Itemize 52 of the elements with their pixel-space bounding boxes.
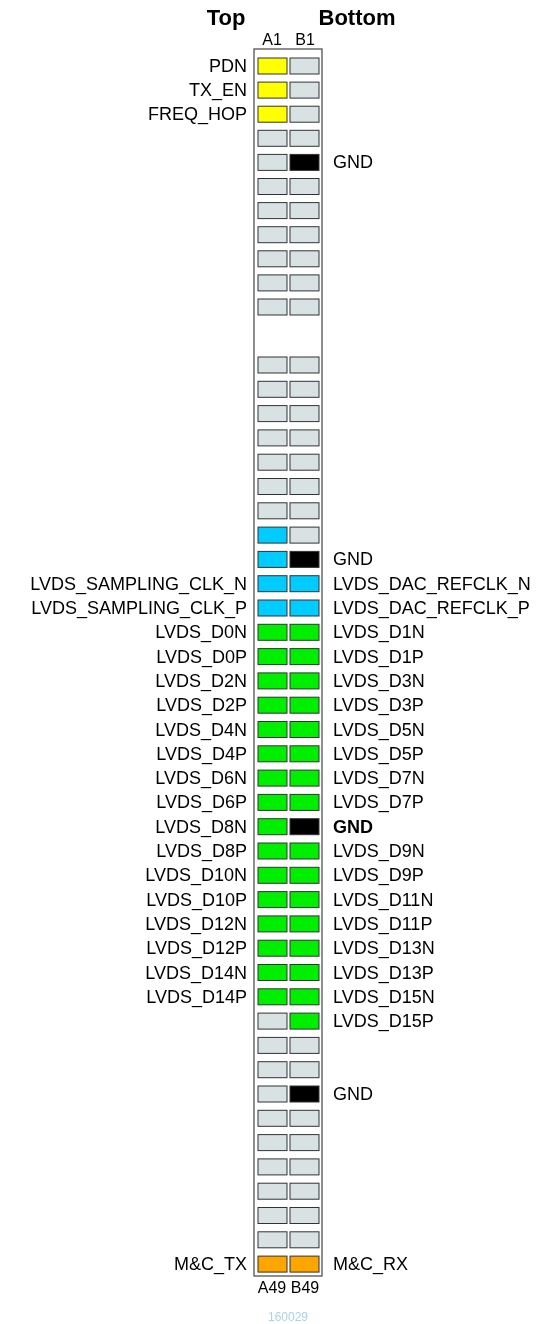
- signal-name: LVDS_D0N: [155, 623, 247, 642]
- signal-name: LVDS_DAC_REFCLK_P: [333, 599, 530, 617]
- signal-name: PDN: [209, 57, 247, 75]
- signal-name: LVDS_D9P: [333, 866, 424, 885]
- side-heading: Bottom: [318, 7, 396, 29]
- signal-name: LVDS_D15P: [333, 1012, 434, 1031]
- signal-name: LVDS_DAC_REFCLK_N: [333, 574, 531, 593]
- signal-name: LVDS_D13N: [333, 939, 435, 958]
- signal-name: LVDS_D14P: [146, 987, 247, 1006]
- signal-name: LVDS_D6P: [156, 793, 247, 812]
- signal-name: LVDS_D5N: [333, 720, 425, 739]
- signal-name: LVDS_D8P: [156, 842, 247, 860]
- signal-name: GND: [333, 1085, 373, 1103]
- signal-name: LVDS_D6N: [155, 769, 247, 788]
- pin-number: B1: [295, 32, 315, 48]
- signal-name: GND: [333, 550, 373, 569]
- signal-name: LVDS_D7P: [333, 793, 424, 812]
- signal-name: GND: [333, 153, 373, 172]
- signal-name: LVDS_D0P: [156, 647, 247, 666]
- signal-name: LVDS_D2N: [155, 671, 247, 690]
- signal-name: LVDS_D7N: [333, 769, 425, 788]
- signal-name: LVDS_D8N: [155, 817, 247, 836]
- signal-name: LVDS_D5P: [333, 744, 424, 763]
- signal-name: LVDS_D11N: [333, 890, 434, 909]
- signal-name: LVDS_D11P: [333, 914, 433, 933]
- signal-name: LVDS_D3N: [333, 671, 425, 690]
- signal-name: LVDS_D14N: [145, 963, 247, 982]
- signal-name: LVDS_D4P: [156, 744, 247, 763]
- side-heading: Top: [206, 7, 246, 29]
- signal-name: LVDS_D1P: [333, 647, 424, 666]
- signal-name: GND: [333, 817, 373, 836]
- signal-name: LVDS_SAMPLING_CLK_N: [30, 574, 247, 593]
- signal-name: LVDS_D1N: [333, 623, 425, 642]
- signal-name: LVDS_D10P: [146, 890, 247, 909]
- signal-name: LVDS_D13P: [333, 963, 434, 982]
- signal-name: M&C_RX: [333, 1255, 408, 1274]
- signal-name: LVDS_D2P: [156, 696, 247, 715]
- signal-name: FREQ_HOP: [147, 105, 247, 124]
- figure-number: 160029: [268, 1311, 308, 1323]
- signal-name: TX_EN: [188, 81, 247, 100]
- signal-name: M&C_TX: [174, 1255, 247, 1274]
- pin-number: A1: [262, 32, 282, 48]
- signal-name: LVDS_D15N: [333, 987, 435, 1006]
- pin-number: A49: [257, 1280, 287, 1296]
- signal-name: LVDS_D10N: [145, 866, 247, 885]
- signal-name: LVDS_D12P: [146, 939, 247, 958]
- signal-name: LVDS_D3P: [333, 696, 424, 715]
- signal-name: LVDS_D9N: [333, 842, 425, 860]
- signal-name: LVDS_SAMPLING_CLK_P: [31, 599, 247, 617]
- pin-number: B49: [290, 1280, 320, 1296]
- signal-name: LVDS_D12N: [145, 914, 247, 933]
- signal-name: LVDS_D4N: [155, 720, 247, 739]
